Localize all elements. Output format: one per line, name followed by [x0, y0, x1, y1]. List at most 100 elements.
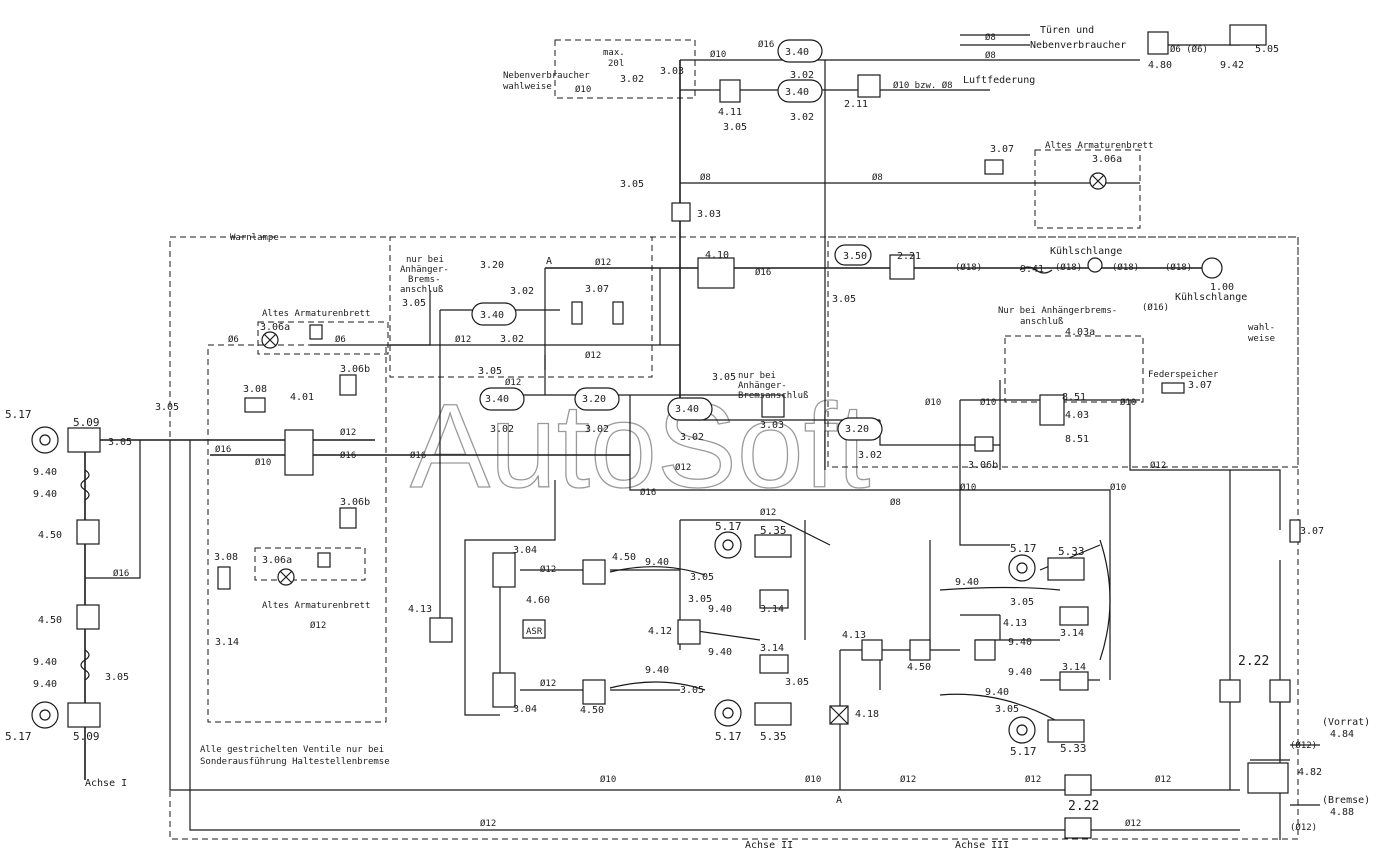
pipe-label: Ø10 — [1110, 482, 1126, 493]
label-305-d2: 3.05 — [995, 704, 1019, 715]
nur-bei-label-1: nur bei — [406, 255, 444, 265]
label-307-r: 3.07 — [1188, 380, 1212, 391]
label-535-b: 5.35 — [760, 730, 787, 743]
label-305-c2: 3.05 — [688, 594, 712, 605]
tueren-label: Türen und — [1040, 25, 1094, 36]
label-303-low: 3.03 — [760, 420, 784, 431]
axle-2-label: Achse II — [745, 840, 793, 851]
label-314-e: 3.14 — [1062, 662, 1086, 673]
wahlweise-label-1: wahl- — [1248, 323, 1275, 333]
label-302-g: 3.02 — [858, 450, 882, 461]
label-517-d: 5.17 — [715, 730, 742, 743]
label-305-m: 3.05 — [478, 366, 502, 377]
sonderausfuehrung-label: Sonderausführung Haltestellenbremse — [200, 757, 390, 767]
label-314-b: 3.14 — [760, 604, 784, 615]
neben-wahl-label1: Nebenverbraucher — [503, 71, 590, 81]
anhaenger-label-1: Anhänger- — [400, 265, 449, 275]
pipe-label: Ø10 — [575, 84, 591, 95]
label-303-top: 3.03 — [660, 66, 684, 77]
label-340-a: 3.40 — [785, 47, 809, 58]
pipe-label: Ø8 — [872, 172, 883, 183]
label-305-ax1: 3.05 — [155, 402, 179, 413]
label-306a-r: 3.06a — [1092, 154, 1122, 165]
label-303-mid: 3.03 — [697, 209, 721, 220]
valves — [76, 24, 1301, 839]
pipe-label: Ø16 — [758, 39, 774, 50]
label-942: 9.42 — [1220, 60, 1244, 71]
max-label: max. — [603, 48, 625, 58]
label-307-far: 3.07 — [1300, 526, 1324, 537]
axle-labels: Achse I Achse II Achse III — [85, 778, 1009, 851]
pipe-label: Ø16 — [755, 267, 771, 278]
label-940-g: 9.40 — [708, 604, 732, 615]
pipe-label: Ø6 (Ø6) — [1170, 44, 1208, 55]
label-314-c: 3.14 — [760, 643, 784, 654]
label-305-c3: 3.05 — [680, 685, 704, 696]
label-asr: ASR — [526, 627, 543, 637]
pipe-labels: Ø16 Ø10 Ø8 Ø8 Ø6 (Ø6) Ø10 Ø8 Ø8 Ø12 Ø16 … — [113, 32, 1317, 833]
brake-chambers — [31, 257, 1223, 744]
label-517-b: 5.17 — [5, 730, 32, 743]
label-450-e: 4.50 — [907, 662, 931, 673]
pipe-label: Ø12 — [455, 334, 471, 345]
label-533-b: 5.33 — [1060, 742, 1087, 755]
pipe-label: Ø12 — [505, 377, 521, 388]
luft-label: Luftfederung — [963, 75, 1035, 86]
junction-a-label-1: A — [546, 256, 552, 267]
pipe-label: Ø12 — [760, 507, 776, 518]
label-340-b: 3.40 — [785, 87, 809, 98]
altes-armaturenbrett-label-3: Altes Armaturenbrett — [1045, 141, 1153, 151]
label-221: 2.21 — [897, 251, 921, 262]
component-labels: 4.80 5.05 9.42 3.40 3.40 3.02 3.02 2.11 … — [5, 44, 1354, 818]
neben-wahl-label2: wahlweise — [503, 82, 552, 92]
pipe-label: Ø12 — [1155, 774, 1171, 785]
label-314-d: 3.14 — [1060, 628, 1084, 639]
label-535-a: 5.35 — [760, 524, 787, 537]
neben-label: Nebenverbraucher — [1030, 40, 1126, 51]
label-851-a: 8.51 — [1062, 392, 1086, 403]
dashed-regions — [169, 39, 1299, 840]
pipe-label: (Ø18) — [1112, 262, 1139, 273]
label-940-f: 9.40 — [645, 665, 669, 676]
label-320-b: 3.20 — [845, 424, 869, 435]
pipe-label: Ø10 — [960, 482, 976, 493]
label-340-e: 3.40 — [675, 404, 699, 415]
label-306b-r: 3.06b — [968, 460, 998, 471]
label-306a-top: 3.06a — [260, 322, 290, 333]
label-450-c: 4.50 — [612, 552, 636, 563]
label-305-l: 3.05 — [402, 298, 426, 309]
label-413-c: 4.13 — [1003, 618, 1027, 629]
label-517-e: 5.17 — [1010, 542, 1037, 555]
label-480: 4.80 — [1148, 60, 1172, 71]
axle-3-label: Achse III — [955, 840, 1009, 851]
label-305-ax1c: 3.05 — [105, 672, 129, 683]
label-308-top: 3.08 — [243, 384, 267, 395]
altes-armaturenbrett-label-1: Altes Armaturenbrett — [262, 309, 370, 319]
annotation-labels: Warnlampe Kühlschlange Kühlschlange wahl… — [200, 141, 1370, 806]
pipe-label: Ø16 — [113, 568, 129, 579]
nur-bei-label-3: Nur bei Anhängerbrems- — [998, 306, 1117, 316]
label-851-b: 8.51 — [1065, 434, 1089, 445]
max-volume-label: 20l — [608, 59, 624, 69]
label-940-j: 9.40 — [1008, 637, 1032, 648]
label-413-b: 4.13 — [842, 630, 866, 641]
pipe-label: (Ø12) — [1290, 822, 1317, 833]
hoses — [80, 266, 1111, 721]
label-305-c4: 3.05 — [785, 677, 809, 688]
pipe-label: Ø12 — [900, 774, 916, 785]
label-304-b: 3.04 — [513, 704, 537, 715]
label-302-top: 3.02 — [620, 74, 644, 85]
pipe-label: Ø6 — [228, 334, 239, 345]
label-211: 2.11 — [844, 99, 868, 110]
label-941: 9.41 — [1020, 264, 1044, 275]
top-labels: Türen und Nebenverbraucher Nebenverbrauc… — [503, 25, 1126, 92]
label-940-k: 9.40 — [1008, 667, 1032, 678]
pipe-label: Ø12 — [540, 678, 556, 689]
label-450-b: 4.50 — [38, 615, 62, 626]
label-940-d: 9.40 — [33, 679, 57, 690]
label-533-a: 5.33 — [1058, 545, 1085, 558]
label-100: 1.00 — [1210, 282, 1234, 293]
pipe-label: Ø10 — [600, 774, 616, 785]
label-401: 4.01 — [290, 392, 314, 403]
